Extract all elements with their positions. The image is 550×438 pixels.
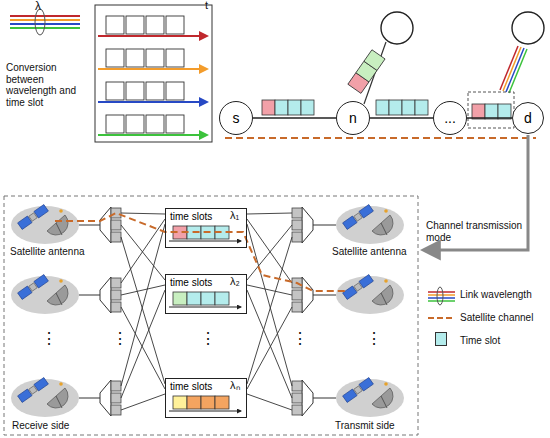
link (253, 117, 336, 118)
label: t (205, 0, 208, 12)
legend-text: Link wavelength (460, 289, 532, 301)
timeline-box (95, 5, 212, 142)
slot-trains (262, 100, 511, 119)
ellipsis-mark: ⋮ (366, 330, 382, 348)
ellipsis-mark: ⋮ (112, 330, 128, 348)
link (370, 117, 433, 118)
node-text: ... (444, 110, 456, 126)
satellite-switch (11, 205, 404, 417)
label: Channel transmission mode (426, 220, 544, 243)
detail-frame (4, 196, 418, 435)
network-node: n (336, 101, 370, 135)
node-text: n (349, 110, 357, 126)
network-node: s (219, 101, 253, 135)
label: Satellite antenna (332, 246, 407, 258)
legend-swatch (435, 332, 447, 346)
ellipsis-mark: ⋮ (41, 330, 57, 348)
ellipsis-mark: ⋮ (292, 330, 308, 348)
wavelength-bundle (10, 9, 80, 35)
label: λ₂ (230, 275, 240, 288)
label: Transmit side (335, 420, 395, 432)
slot-train (348, 50, 385, 94)
legend-text: Satellite channel (460, 312, 533, 324)
focus-box (468, 92, 514, 128)
network-node: d (512, 102, 544, 134)
label: Satellite antenna (10, 246, 85, 258)
link (467, 117, 512, 118)
node-text: s (233, 110, 240, 126)
legend-samples (428, 287, 455, 318)
legend-text: Time slot (460, 335, 500, 347)
satellite-channel (225, 137, 536, 139)
label: λ (35, 0, 41, 14)
label: λₙ (230, 379, 240, 392)
timelines (98, 16, 207, 135)
label: λ₁ (230, 209, 239, 222)
network-node: ... (433, 101, 467, 135)
node-text: d (524, 110, 532, 126)
rainbow-branch (500, 46, 527, 93)
label: Receive side (12, 420, 69, 432)
empty-node (381, 12, 413, 44)
ellipsis-mark: ⋮ (200, 330, 216, 348)
empty-node (512, 12, 544, 44)
label: Conversion between wavelength and time s… (6, 62, 92, 108)
